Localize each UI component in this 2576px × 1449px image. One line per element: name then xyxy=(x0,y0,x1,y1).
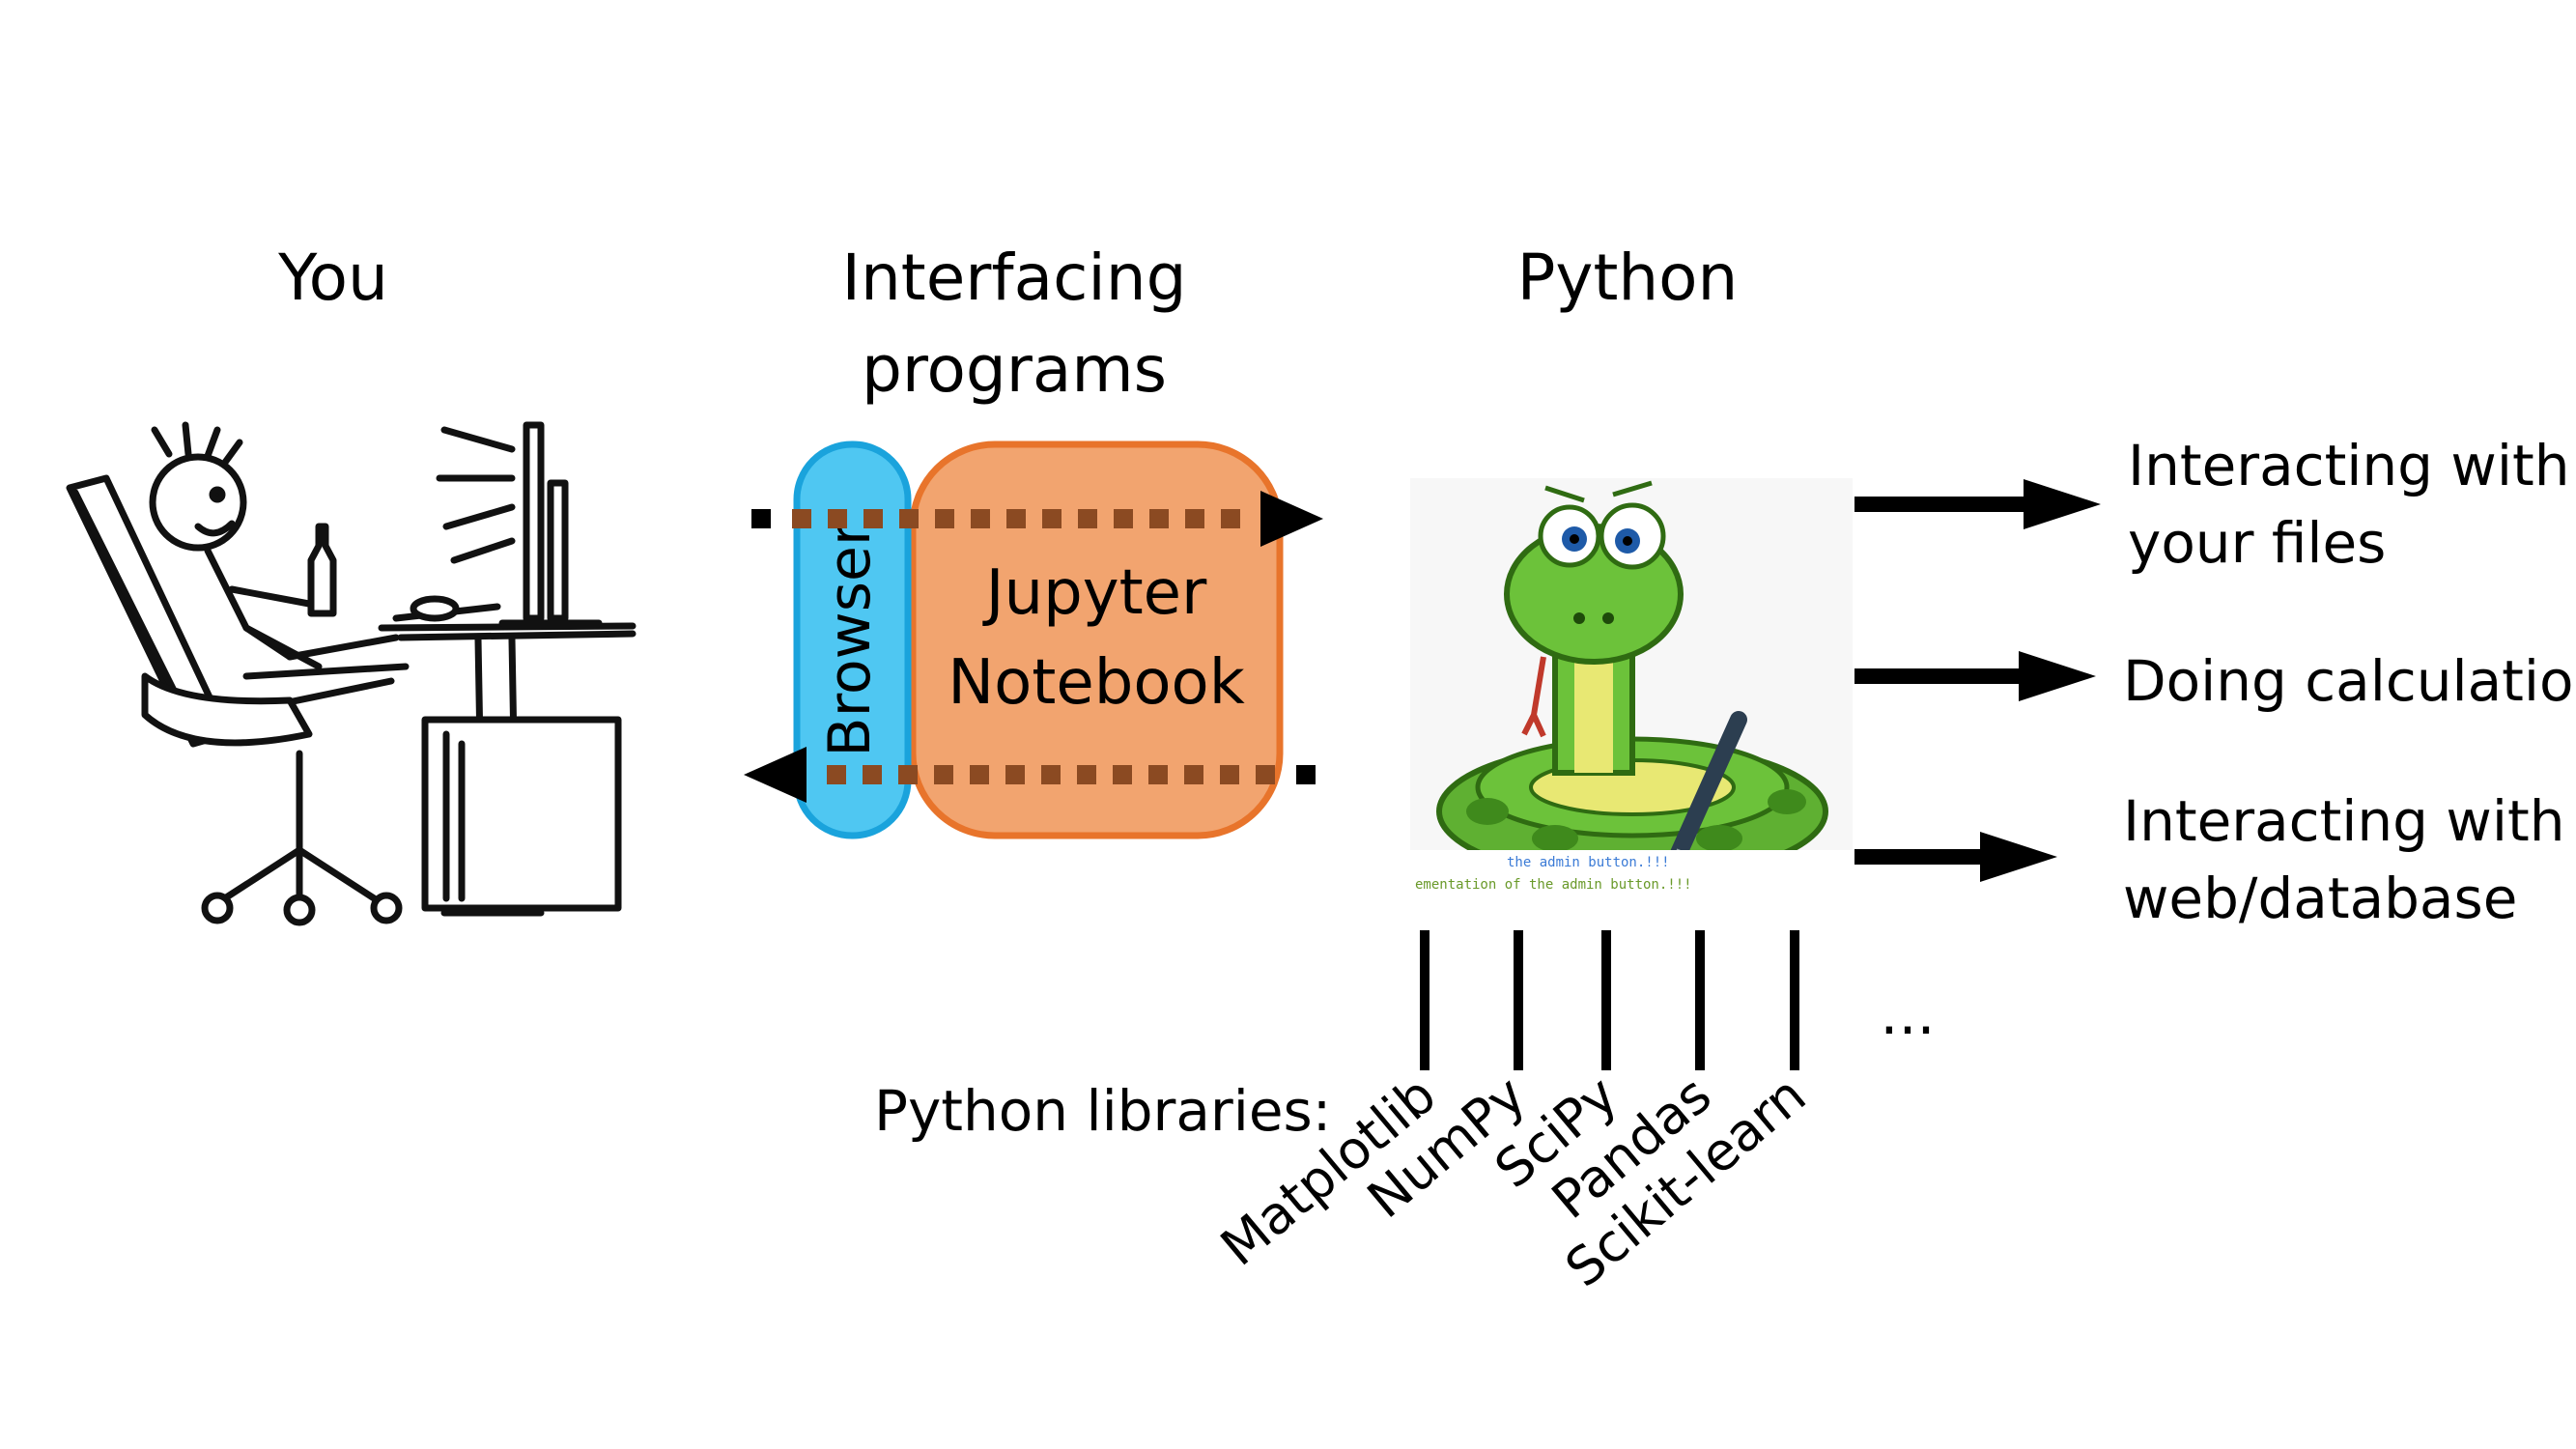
header-interfacing-line1: Interfacing xyxy=(842,241,1187,315)
use-web-line1: Interacting with xyxy=(2123,788,2565,854)
library-lines xyxy=(1420,930,1799,1070)
libraries-more: ... xyxy=(1880,980,1935,1048)
stick-figure-at-desk-icon xyxy=(66,421,637,926)
jupyter-label-line2: Notebook xyxy=(948,647,1245,719)
use-web-line2: web/database xyxy=(2123,866,2517,931)
use-arrow-calculation xyxy=(1854,651,2096,701)
use-calculation: Doing calculation xyxy=(2123,648,2576,714)
jupyter-box xyxy=(909,440,1284,839)
snake-mascot-icon: the admin button.!!! ementation of the a… xyxy=(1410,478,1853,896)
browser-label: Browser xyxy=(816,522,884,756)
use-arrow-files xyxy=(1854,479,2101,529)
snake-screen-text-2: ementation of the admin button.!!! xyxy=(1415,877,1692,893)
use-files-line2: your files xyxy=(2128,510,2386,576)
header-interfacing-line2: programs xyxy=(862,332,1167,407)
snake-screen-text-1: the admin button.!!! xyxy=(1507,855,1670,870)
use-arrow-web xyxy=(1854,832,2057,882)
browser-pill xyxy=(793,440,912,839)
use-files-line1: Interacting with xyxy=(2128,433,2570,498)
jupyter-label-line1: Jupyter xyxy=(982,557,1207,629)
response-arrow xyxy=(744,747,1316,803)
header-python: Python xyxy=(1517,241,1739,315)
request-arrow xyxy=(751,491,1323,547)
header-you: You xyxy=(277,241,388,315)
libraries-label: Python libraries: xyxy=(874,1078,1331,1144)
